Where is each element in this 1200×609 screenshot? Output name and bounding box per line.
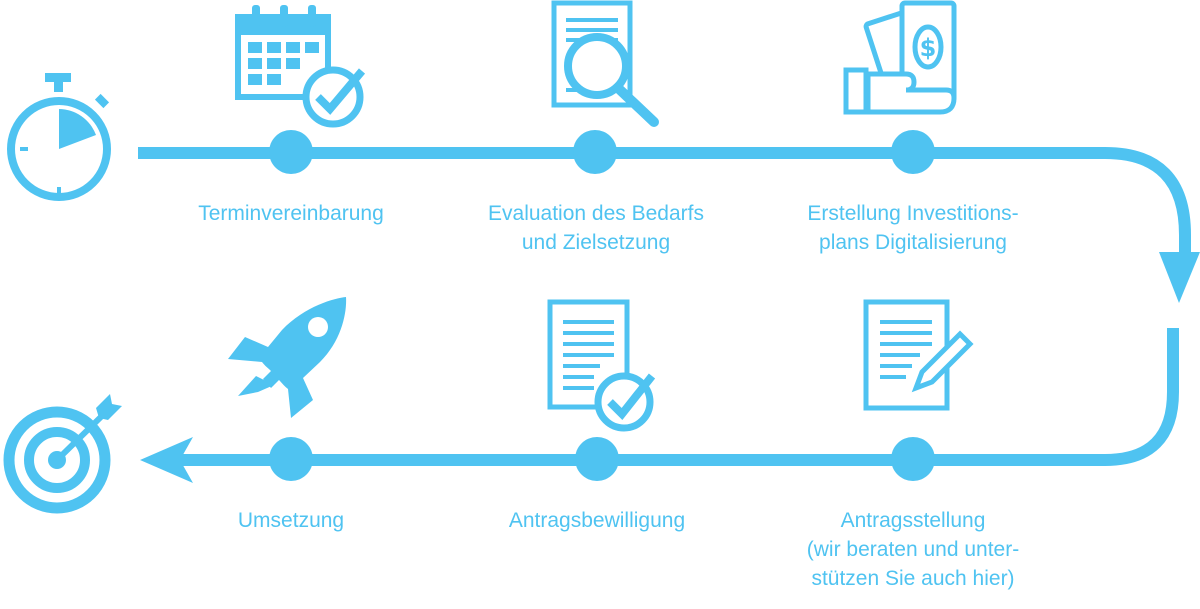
- milestone-dot: [891, 130, 935, 174]
- process-path-return: [178, 328, 1179, 466]
- calendar-check-icon: [235, 5, 366, 128]
- document-search-icon: [551, 0, 659, 127]
- step-label-antragsstellung: Antragsstellung (wir beraten und unter- …: [806, 509, 1020, 590]
- milestone-dot: [269, 130, 313, 174]
- process-path: [138, 147, 1191, 258]
- document-check-icon: [547, 299, 656, 432]
- milestone-dot: [573, 130, 617, 174]
- milestone-dot: [891, 437, 935, 481]
- milestone-dot: [575, 437, 619, 481]
- target-icon: [3, 394, 122, 514]
- svg-text:$: $: [920, 34, 937, 62]
- step-label-terminvereinbarung: Terminvereinbarung: [198, 202, 384, 225]
- milestone-dot: [269, 437, 313, 481]
- step-label-umsetzung: Umsetzung: [237, 509, 345, 532]
- step-label-investitionsplan: Erstellung Investitions- plans Digitalis…: [807, 202, 1019, 254]
- step-label-antragsbewilligung: Antragsbewilligung: [508, 509, 686, 532]
- step-label-evaluation: Evaluation des Bedarfs und Zielsetzung: [488, 202, 704, 254]
- left-arrow-head: [140, 437, 193, 483]
- document-pen-icon: [863, 299, 974, 411]
- rocket-icon: [228, 297, 347, 418]
- stopwatch-icon: [7, 73, 111, 201]
- down-arrow-head: [1159, 252, 1200, 303]
- hand-money-icon: $: [843, 0, 957, 115]
